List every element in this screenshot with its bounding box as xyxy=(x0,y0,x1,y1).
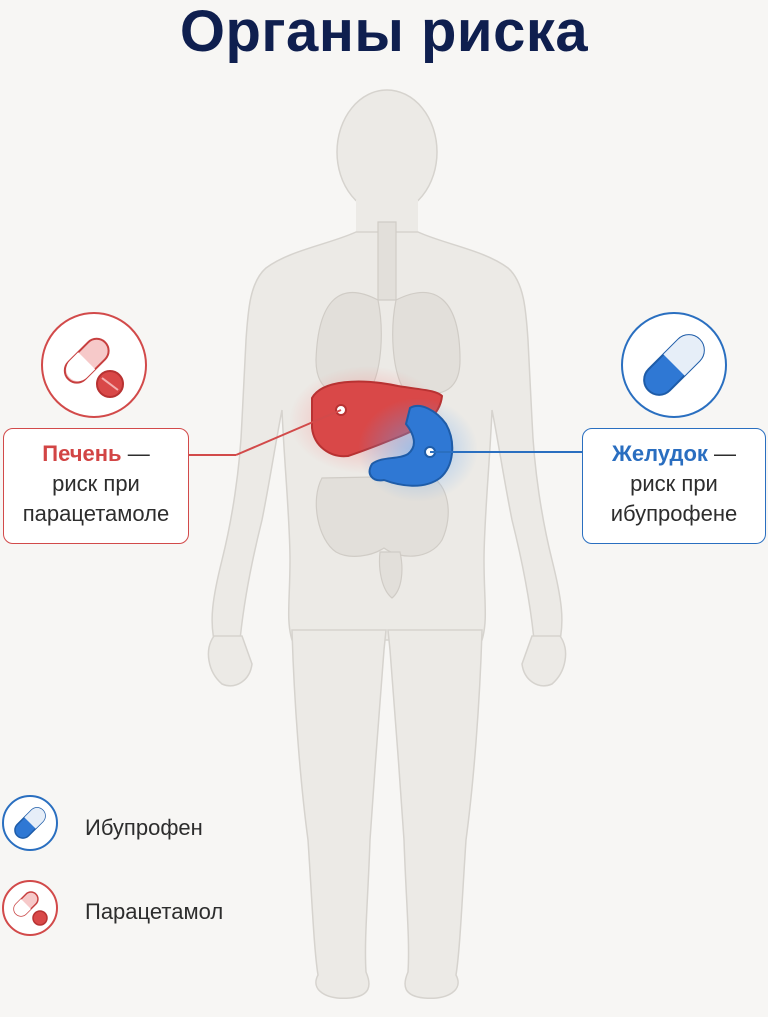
legend-paracetamol-label: Парацетамол xyxy=(85,899,224,924)
legend-ibuprofen-label: Ибупрофен xyxy=(85,815,203,840)
liver-label: Печень xyxy=(42,441,122,466)
liver-risk-line1: риск при xyxy=(52,471,140,496)
ibuprofen-capsule-icon xyxy=(621,312,727,418)
page-title: Органы риска xyxy=(179,0,589,64)
stomach-risk-line1: риск при xyxy=(630,471,718,496)
liver-dash: — xyxy=(121,441,150,466)
legend-ibuprofen-icon xyxy=(2,795,58,851)
liver-risk-line2: парацетамоле xyxy=(22,501,170,526)
stomach-dash: — xyxy=(707,441,737,466)
stomach-highlight xyxy=(358,398,478,502)
stomach-label: Желудок xyxy=(611,441,708,466)
liver-callout: Печень — риск при парацетамоле xyxy=(3,428,189,544)
legend-paracetamol-icon xyxy=(2,880,58,936)
paracetamol-capsule-icon xyxy=(41,312,147,418)
stomach-risk-line2: ибупрофене xyxy=(610,501,738,526)
stomach-callout: Желудок — риск при ибупрофене xyxy=(582,428,766,544)
faint-anatomy xyxy=(315,221,461,599)
